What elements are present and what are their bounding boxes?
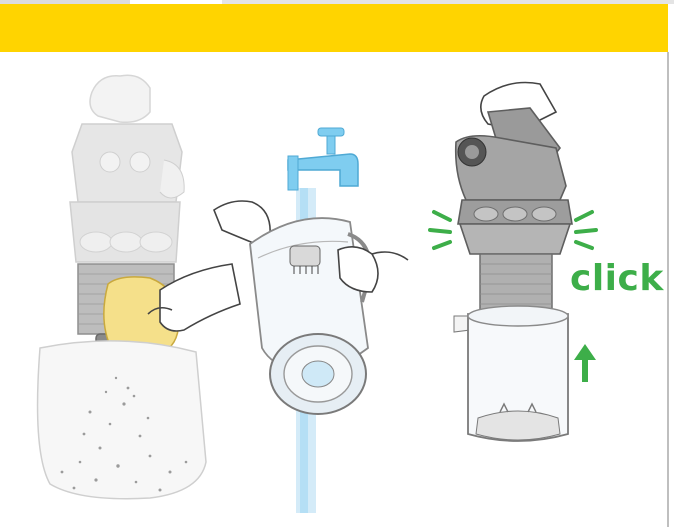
header-band <box>0 4 668 52</box>
clear-bin-step3 <box>454 306 568 441</box>
step1-illustration <box>38 75 240 499</box>
step2-illustration <box>214 128 408 513</box>
tap-icon <box>288 128 358 190</box>
up-arrow-icon <box>574 344 596 382</box>
click-label: click <box>570 258 664 299</box>
instruction-illustration <box>0 52 668 527</box>
